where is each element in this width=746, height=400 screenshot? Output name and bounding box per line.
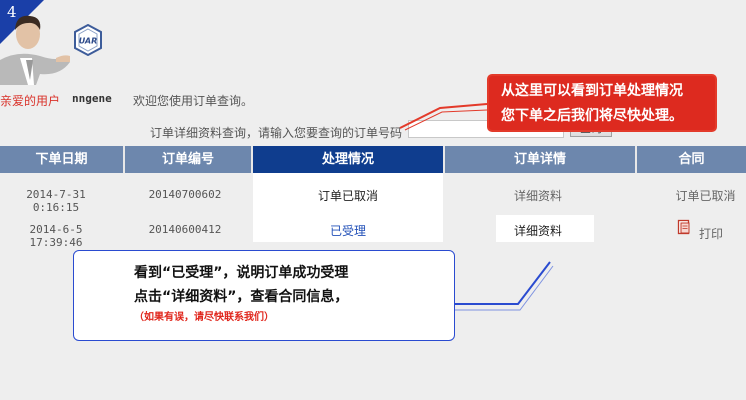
row-date: 2014-7-31 0:16:15 <box>26 188 86 214</box>
detail-link-highlight <box>496 215 594 242</box>
table-row: 2014-6-5 17:39:46 20140600412 已受理 详细资料 打… <box>0 213 746 249</box>
row-order-number: 20140700602 <box>148 188 222 201</box>
row-order-number: 20140600412 <box>148 223 222 236</box>
greeting-label: 亲爱的用户 <box>0 94 61 108</box>
column-header-order-number: 订单编号 <box>125 146 253 173</box>
column-header-status: 处理情况 <box>253 146 445 173</box>
callout-accepted-info: 看到“已受理”，说明订单成功受理 点击“详细资料”，查看合同信息， （如果有误，… <box>73 250 455 341</box>
row-contract: 订单已取消 <box>675 189 736 203</box>
avatar <box>0 15 70 85</box>
column-header-order-date: 下单日期 <box>0 146 125 173</box>
callout-top-line1: 从这里可以看到订单处理情况 <box>501 83 683 99</box>
row-detail-link[interactable]: 详细资料 <box>513 189 562 203</box>
status-column-highlight <box>253 173 443 242</box>
search-label: 订单详细资料查询，请输入您要查询的订单号码 <box>150 126 403 140</box>
row-status-accepted: 已受理 <box>329 224 366 238</box>
print-icon[interactable] <box>677 219 692 236</box>
column-header-contract: 合同 <box>637 146 746 173</box>
welcome-text: 欢迎您使用订单查询。 <box>133 94 254 108</box>
username: nngene <box>72 92 112 105</box>
row-status: 订单已取消 <box>317 189 378 203</box>
row-date: 2014-6-5 17:39:46 <box>29 223 83 249</box>
table-header: 下单日期 订单编号 处理情况 订单详情 合同 <box>0 146 746 173</box>
step-number: 4 <box>7 3 17 21</box>
callout-bottom-line2: 点击“详细资料”，查看合同信息， <box>134 289 349 305</box>
callout-top-line2: 您下单之后我们将尽快处理。 <box>501 108 683 124</box>
logo-text: UAR <box>79 37 98 46</box>
column-header-order-detail: 订单详情 <box>445 146 637 173</box>
table-row: 2014-7-31 0:16:15 20140700602 订单已取消 详细资料… <box>0 173 746 215</box>
callout-bottom-line1: 看到“已受理”，说明订单成功受理 <box>134 265 349 281</box>
row-detail-link[interactable]: 详细资料 <box>513 224 562 238</box>
uar-logo: UAR <box>74 24 102 56</box>
print-link[interactable]: 打印 <box>698 227 723 241</box>
callout-status-info: 从这里可以看到订单处理情况 您下单之后我们将尽快处理。 <box>487 74 717 132</box>
callout-bottom-note: （如果有误，请尽快联系我们） <box>134 312 274 323</box>
